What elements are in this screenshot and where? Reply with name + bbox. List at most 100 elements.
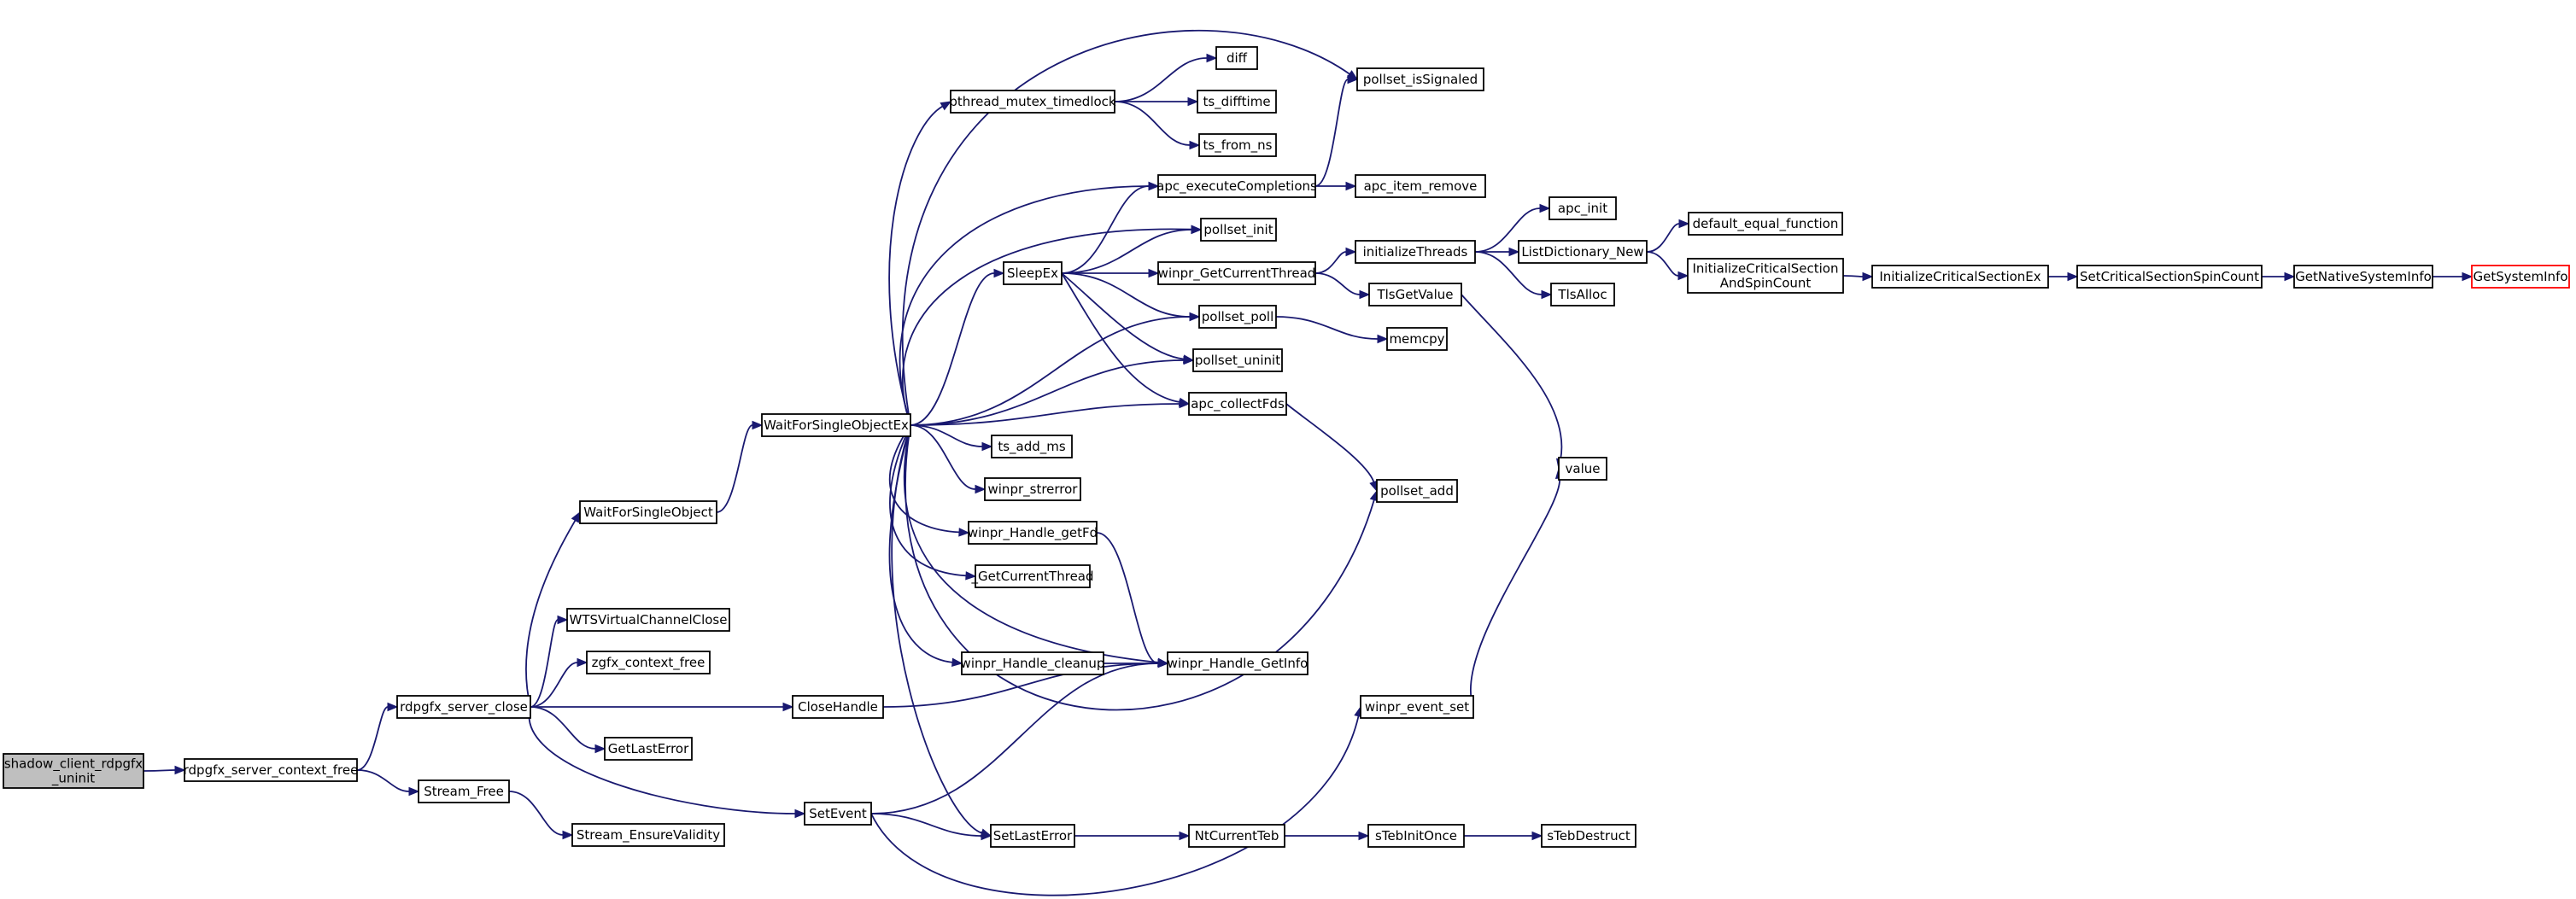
node-box[interactable] — [975, 564, 1091, 588]
node-box[interactable] — [1197, 90, 1277, 114]
node-winpr_GetCurrentThread[interactable]: winpr_GetCurrentThread — [1157, 261, 1316, 285]
node-box[interactable] — [1558, 457, 1607, 481]
node-TlsGetValue[interactable]: TlsGetValue — [1368, 283, 1462, 306]
node-box[interactable] — [1356, 67, 1484, 91]
node-sTebInitOnce[interactable]: sTebInitOnce — [1367, 824, 1465, 848]
node-box[interactable] — [1188, 392, 1287, 416]
node-box[interactable] — [1687, 258, 1844, 294]
node-box[interactable] — [3, 753, 144, 789]
node-SetLastError[interactable]: SetLastError — [990, 824, 1075, 848]
node-box[interactable] — [804, 802, 872, 826]
node-box[interactable] — [1157, 174, 1316, 198]
node-box[interactable] — [1192, 348, 1283, 372]
node-box[interactable] — [1367, 824, 1465, 848]
node-box[interactable] — [1871, 265, 2049, 289]
node-GetSystemInfo[interactable]: GetSystemInfo — [2471, 265, 2570, 289]
node-box[interactable] — [1003, 261, 1063, 285]
node-box[interactable] — [418, 779, 510, 803]
node-box[interactable] — [961, 651, 1104, 675]
node-InitializeCriticalSectionEx[interactable]: InitializeCriticalSectionEx — [1871, 265, 2049, 289]
node-Stream_Free[interactable]: Stream_Free — [418, 779, 510, 803]
node-_GetCurrentThread[interactable]: _GetCurrentThread — [970, 564, 1094, 588]
node-pthread_mutex_timedlock[interactable]: pthread_mutex_timedlock — [949, 90, 1116, 114]
node-ts_difftime[interactable]: ts_difftime — [1197, 90, 1277, 114]
node-box[interactable] — [991, 435, 1073, 458]
node-pollset_add[interactable]: pollset_add — [1376, 479, 1458, 503]
node-NtCurrentTeb[interactable]: NtCurrentTeb — [1188, 824, 1285, 848]
node-box[interactable] — [1200, 218, 1277, 242]
node-box[interactable] — [566, 608, 730, 632]
node-winpr_strerror[interactable]: winpr_strerror — [984, 477, 1081, 501]
node-box[interactable] — [571, 823, 725, 847]
node-winpr_event_set[interactable]: winpr_event_set — [1360, 695, 1474, 719]
node-box[interactable] — [950, 90, 1115, 114]
node-box[interactable] — [990, 824, 1075, 848]
node-shadow_client_rdpgfx_uninit[interactable]: shadow_client_rdpgfx_uninit — [3, 753, 144, 789]
node-pollset_isSignaled[interactable]: pollset_isSignaled — [1356, 67, 1484, 91]
node-box[interactable] — [1167, 651, 1308, 675]
node-pollset_uninit[interactable]: pollset_uninit — [1192, 348, 1283, 372]
node-box[interactable] — [1518, 240, 1648, 264]
node-box[interactable] — [586, 651, 711, 674]
node-box[interactable] — [1549, 196, 1617, 220]
node-box[interactable] — [2471, 265, 2570, 289]
node-box[interactable] — [396, 695, 531, 719]
node-GetNativeSystemInfo[interactable]: GetNativeSystemInfo — [2293, 265, 2433, 289]
node-WaitForSingleObject[interactable]: WaitForSingleObject — [579, 500, 717, 524]
node-sTebDestruct[interactable]: sTebDestruct — [1541, 824, 1636, 848]
node-ts_from_ns[interactable]: ts_from_ns — [1198, 133, 1277, 157]
node-rdpgfx_server_close[interactable]: rdpgfx_server_close — [396, 695, 531, 719]
node-box[interactable] — [184, 758, 358, 782]
node-Stream_EnsureValidity[interactable]: Stream_EnsureValidity — [571, 823, 725, 847]
node-initializeThreads[interactable]: initializeThreads — [1355, 240, 1476, 264]
node-box[interactable] — [1215, 46, 1258, 70]
node-box[interactable] — [1368, 283, 1462, 306]
node-box[interactable] — [984, 477, 1081, 501]
node-apc_collectFds[interactable]: apc_collectFds — [1188, 392, 1287, 416]
node-SetEvent[interactable]: SetEvent — [804, 802, 872, 826]
node-box[interactable] — [1198, 305, 1277, 329]
node-box[interactable] — [2076, 265, 2263, 289]
node-WTSVirtualChannelClose[interactable]: WTSVirtualChannelClose — [566, 608, 730, 632]
node-box[interactable] — [1360, 695, 1474, 719]
node-box[interactable] — [1188, 824, 1285, 848]
node-zgfx_context_free[interactable]: zgfx_context_free — [586, 651, 711, 674]
node-box[interactable] — [1550, 283, 1615, 306]
node-apc_item_remove[interactable]: apc_item_remove — [1355, 174, 1486, 198]
node-winpr_Handle_cleanup[interactable]: winpr_Handle_cleanup — [961, 651, 1105, 675]
node-WaitForSingleObjectEx[interactable]: WaitForSingleObjectEx — [761, 413, 911, 437]
node-box[interactable] — [1355, 174, 1486, 198]
node-memcpy[interactable]: memcpy — [1386, 327, 1448, 351]
node-GetLastError[interactable]: GetLastError — [604, 737, 693, 761]
node-box[interactable] — [579, 500, 717, 524]
node-box[interactable] — [1198, 133, 1277, 157]
node-box[interactable] — [1541, 824, 1636, 848]
node-apc_init[interactable]: apc_init — [1549, 196, 1617, 220]
node-box[interactable] — [792, 695, 884, 719]
node-box[interactable] — [1157, 261, 1316, 285]
node-value[interactable]: value — [1558, 457, 1607, 481]
node-box[interactable] — [1386, 327, 1448, 351]
node-rdpgfx_server_context_free[interactable]: rdpgfx_server_context_free — [184, 758, 359, 782]
node-default_equal_function[interactable]: default_equal_function — [1688, 212, 1843, 236]
node-ListDictionary_New[interactable]: ListDictionary_New — [1518, 240, 1648, 264]
node-apc_executeCompletions[interactable]: apc_executeCompletions — [1156, 174, 1317, 198]
node-CloseHandle[interactable]: CloseHandle — [792, 695, 884, 719]
node-ts_add_ms[interactable]: ts_add_ms — [991, 435, 1073, 458]
node-pollset_poll[interactable]: pollset_poll — [1198, 305, 1277, 329]
node-SleepEx[interactable]: SleepEx — [1003, 261, 1063, 285]
node-box[interactable] — [1355, 240, 1476, 264]
node-TlsAlloc[interactable]: TlsAlloc — [1550, 283, 1615, 306]
node-box[interactable] — [604, 737, 693, 761]
node-pollset_init[interactable]: pollset_init — [1200, 218, 1277, 242]
node-winpr_Handle_GetInfo[interactable]: winpr_Handle_GetInfo — [1167, 651, 1308, 675]
node-box[interactable] — [968, 521, 1098, 545]
node-box[interactable] — [761, 413, 911, 437]
node-box[interactable] — [1688, 212, 1843, 236]
node-diff[interactable]: diff — [1215, 46, 1258, 70]
node-box[interactable] — [2293, 265, 2433, 289]
node-SetCriticalSectionSpinCount[interactable]: SetCriticalSectionSpinCount — [2076, 265, 2263, 289]
node-winpr_Handle_getFd[interactable]: winpr_Handle_getFd — [968, 521, 1098, 545]
node-box[interactable] — [1376, 479, 1458, 503]
